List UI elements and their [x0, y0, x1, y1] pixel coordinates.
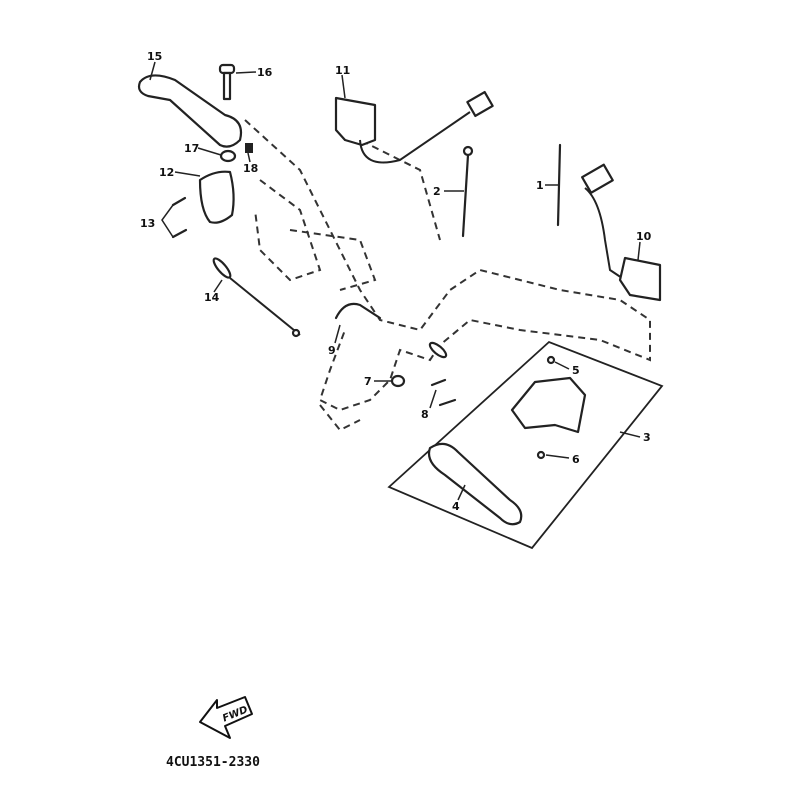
screws-8	[430, 378, 457, 407]
spring-18	[245, 143, 253, 153]
cable-tie-2	[461, 145, 474, 238]
bolt-16	[218, 63, 236, 101]
label-3: 3	[643, 431, 651, 444]
label-18: 18	[243, 162, 258, 175]
label-1: 1	[536, 179, 544, 192]
label-9: 9	[328, 344, 336, 357]
cable-tie-1	[556, 143, 562, 227]
connector	[428, 341, 448, 359]
lever-bracket	[510, 376, 587, 434]
label-6: 6	[572, 453, 580, 466]
label-14: 14	[204, 291, 220, 304]
drawing-code: 4CU1351-2330	[166, 755, 260, 770]
switch-wire-14	[212, 257, 301, 338]
switch-housing-12	[198, 170, 235, 224]
clamp-9	[334, 302, 382, 320]
brake-lever-15	[137, 74, 243, 148]
label-11: 11	[335, 64, 350, 77]
label-15: 15	[147, 50, 162, 63]
label-17: 17	[184, 142, 199, 155]
label-2: 2	[433, 185, 441, 198]
handlebar-outline	[244, 119, 651, 432]
nut-17	[219, 149, 237, 163]
kit-box	[387, 340, 664, 550]
screws-13	[171, 196, 188, 239]
switch-10	[581, 163, 662, 302]
switch-11	[334, 90, 494, 164]
label-16: 16	[257, 66, 273, 79]
forward-arrow-icon: FWD	[199, 696, 253, 739]
part-7	[390, 374, 406, 388]
label-12: 12	[159, 166, 174, 179]
label-7: 7	[364, 375, 372, 388]
nut-6	[536, 450, 546, 460]
label-4: 4	[452, 500, 460, 513]
clutch-lever-4	[427, 442, 523, 526]
leader-lines	[149, 61, 641, 501]
label-5: 5	[572, 364, 580, 377]
washer-5	[546, 355, 556, 365]
label-10: 10	[636, 230, 652, 243]
label-8: 8	[421, 408, 429, 421]
label-13: 13	[140, 217, 155, 230]
